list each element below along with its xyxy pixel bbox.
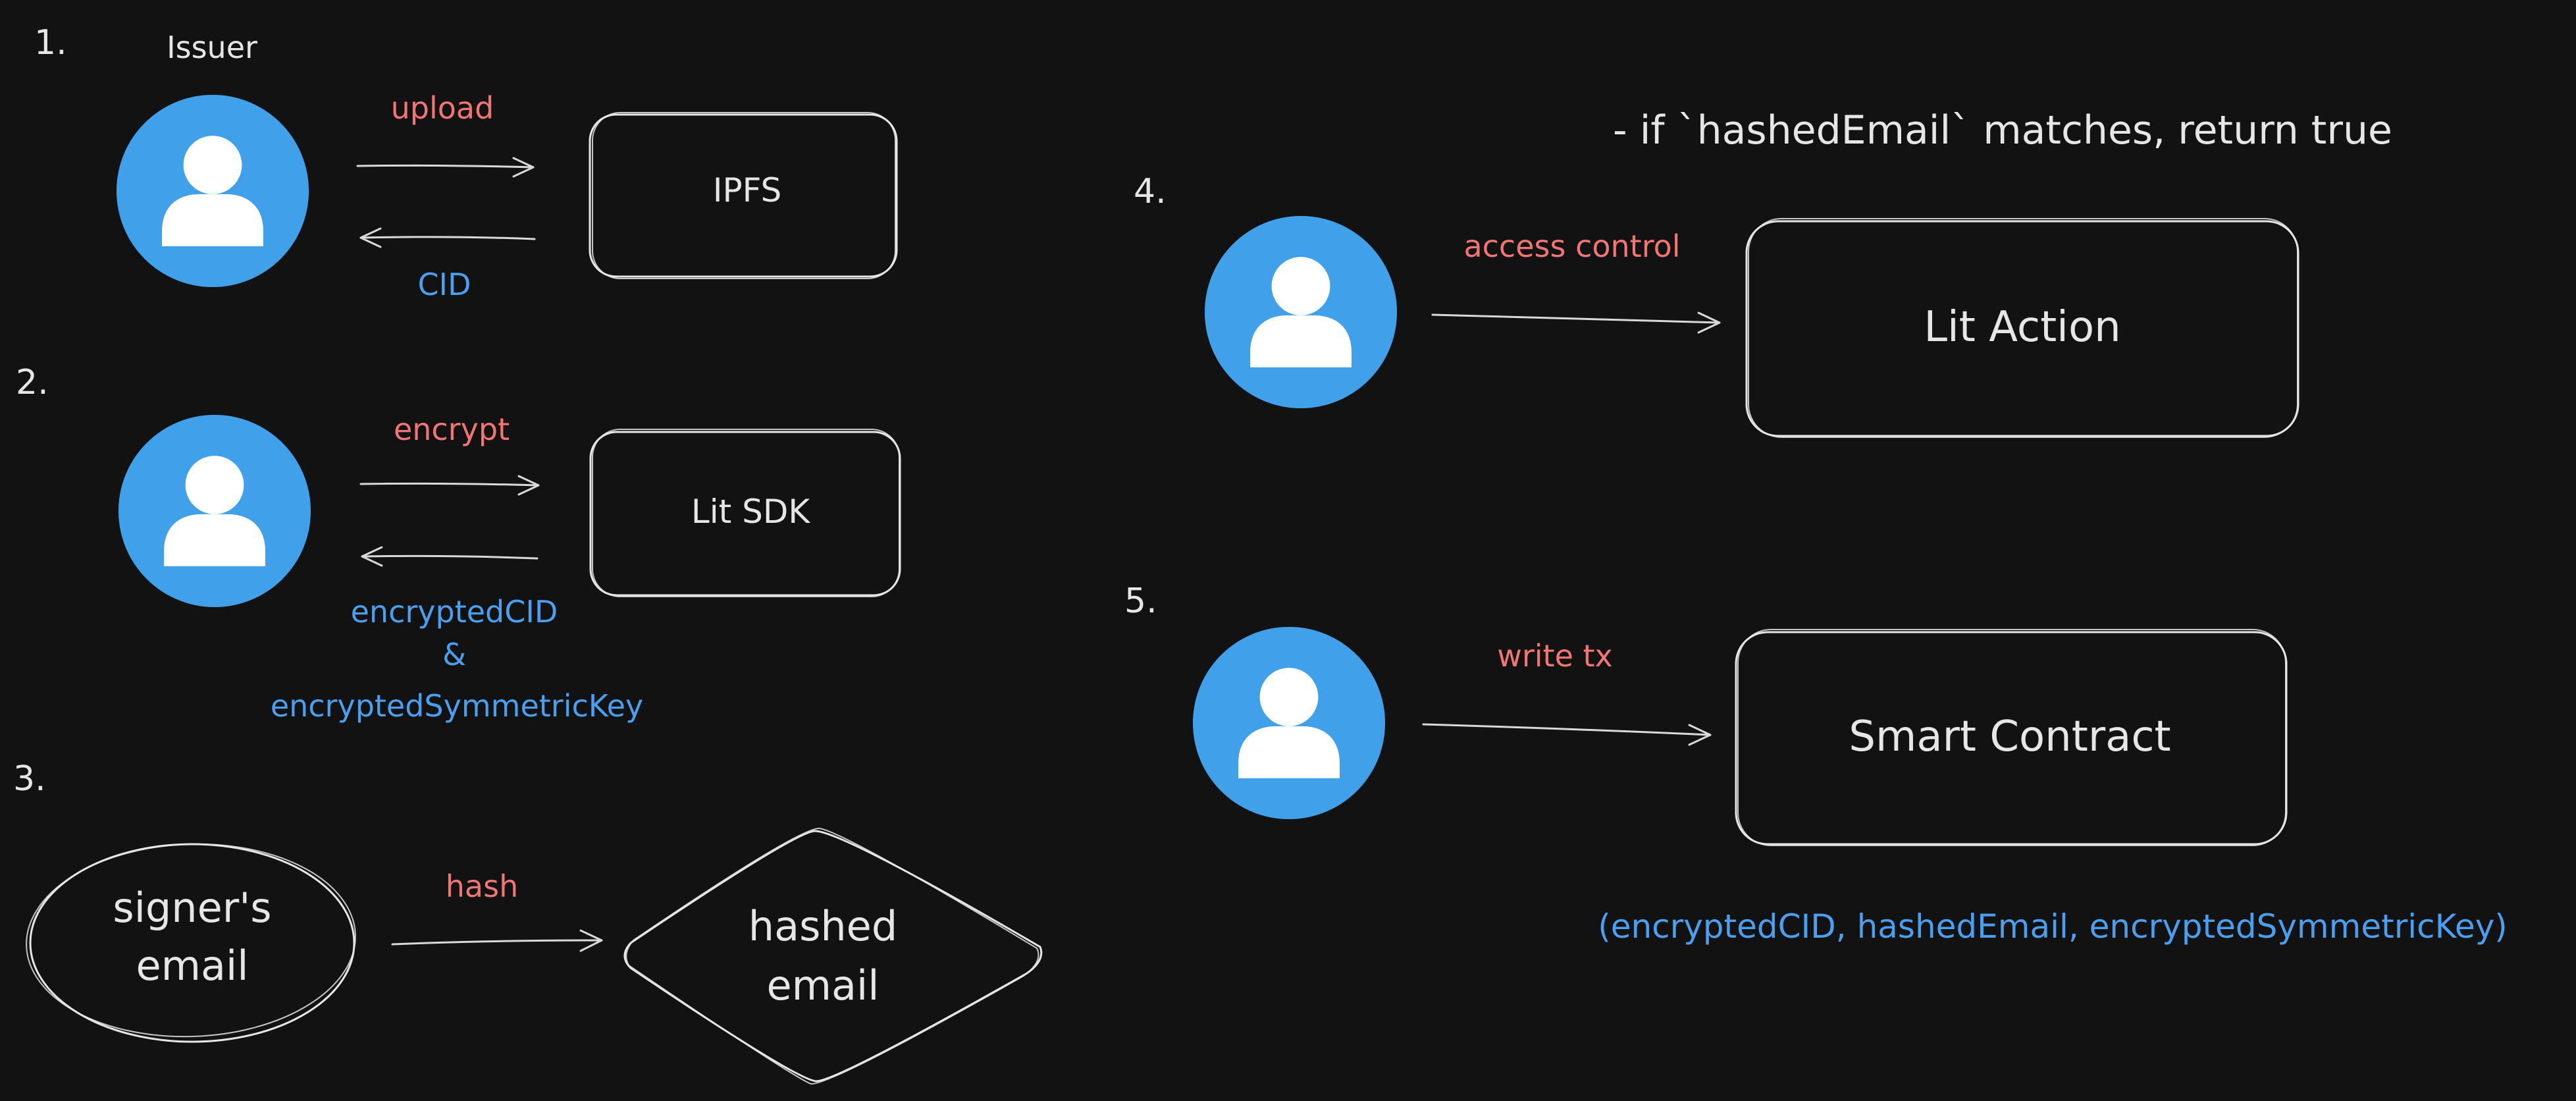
encrypt-arrow xyxy=(359,475,540,496)
encrypted-cid-label: encryptedCID xyxy=(351,594,558,630)
ipfs-box-label: IPFS xyxy=(713,171,782,209)
step-3-number: 3. xyxy=(13,759,46,799)
hashed-email-line-1: hashed xyxy=(749,902,897,950)
step-1-number: 1. xyxy=(34,23,67,63)
ipfs-box xyxy=(589,112,898,279)
smart-contract-params: (encryptedCID, hashedEmail, encryptedSym… xyxy=(1598,907,2508,946)
step-4: - if `hashedEmail` matches, return true … xyxy=(1134,107,2392,438)
signers-email-line-1: signer's xyxy=(113,884,271,932)
lit-sdk-box-label: Lit SDK xyxy=(691,493,810,531)
user-avatar-icon xyxy=(116,94,309,288)
signers-email-line-2: email xyxy=(136,942,249,990)
step-5: 5. write tx Smart Contract (encryptedCID… xyxy=(1124,581,2508,946)
encrypt-label: encrypt xyxy=(394,412,510,447)
user-avatar-icon xyxy=(1204,215,1398,409)
step-3: 3. signer's email hash hashed email xyxy=(13,759,1043,1085)
user-avatar-icon xyxy=(118,414,311,608)
lit-action-box xyxy=(1745,218,2300,438)
step-5-number: 5. xyxy=(1124,581,1157,621)
encrypted-return-arrow xyxy=(361,546,539,567)
issuer-label: Issuer xyxy=(167,30,257,65)
upload-arrow xyxy=(356,157,535,178)
access-control-label: access control xyxy=(1463,228,1680,264)
match-condition-note: - if `hashedEmail` matches, return true xyxy=(1613,107,2392,153)
lit-sdk-box xyxy=(589,429,901,597)
cid-return-arrow xyxy=(359,227,536,248)
write-tx-arrow xyxy=(1422,723,1712,746)
access-control-arrow xyxy=(1431,311,1721,334)
encrypted-symmetric-key-label: encryptedSymmetricKey xyxy=(271,688,643,724)
smart-contract-box xyxy=(1735,629,2288,846)
upload-label: upload xyxy=(391,90,494,126)
hashed-email-line-2: email xyxy=(767,961,880,1009)
step-2: 2. encrypt encryptedCID & encryptedSymme… xyxy=(16,363,901,724)
step-2-number: 2. xyxy=(16,363,49,402)
hash-arrow xyxy=(391,929,603,952)
step-4-number: 4. xyxy=(1134,172,1167,211)
hash-label: hash xyxy=(446,869,518,904)
write-tx-label: write tx xyxy=(1497,638,1613,674)
user-avatar-icon xyxy=(1192,626,1386,820)
cid-label: CID xyxy=(417,267,471,302)
smart-contract-box-label: Smart Contract xyxy=(1849,712,2170,761)
ampersand-label: & xyxy=(442,637,466,672)
lit-action-box-label: Lit Action xyxy=(1924,303,2120,352)
hashed-email-diamond xyxy=(623,827,1043,1085)
step-1: 1. Issuer upload CID IPFS xyxy=(34,23,898,302)
signers-email-ellipse xyxy=(26,843,356,1043)
